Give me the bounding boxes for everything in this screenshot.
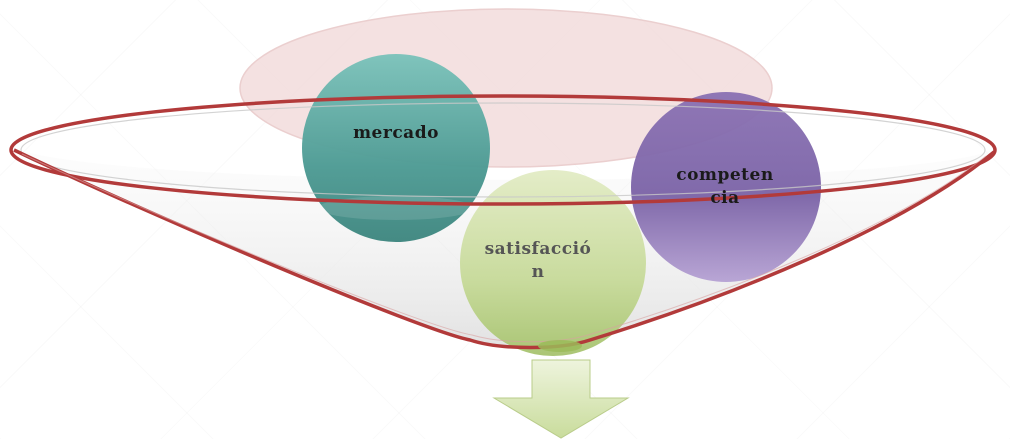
down-arrow-icon bbox=[492, 359, 630, 439]
funnel-rim-inner bbox=[20, 102, 986, 198]
funnel-rim-outer bbox=[9, 94, 997, 206]
circle-competencia bbox=[631, 92, 821, 282]
funnel-outline bbox=[13, 148, 996, 350]
circle-satisfaccion bbox=[460, 170, 646, 356]
funnel-spout bbox=[538, 340, 582, 352]
